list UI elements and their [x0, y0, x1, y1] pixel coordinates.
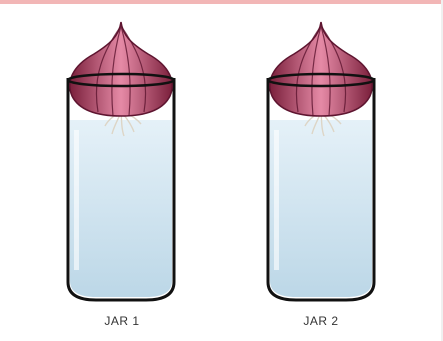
jar-1-onion [70, 22, 172, 116]
jar-2-water [270, 120, 372, 297]
jar-1-highlight [74, 130, 79, 270]
jar-1 [68, 22, 174, 300]
jar-2 [268, 22, 374, 300]
jar-2-label: JAR 2 [281, 314, 361, 328]
jar-1-water [70, 120, 172, 297]
jar-2-highlight [274, 130, 279, 270]
jar-2-onion [270, 22, 372, 116]
jar-1-label: JAR 1 [82, 314, 162, 328]
